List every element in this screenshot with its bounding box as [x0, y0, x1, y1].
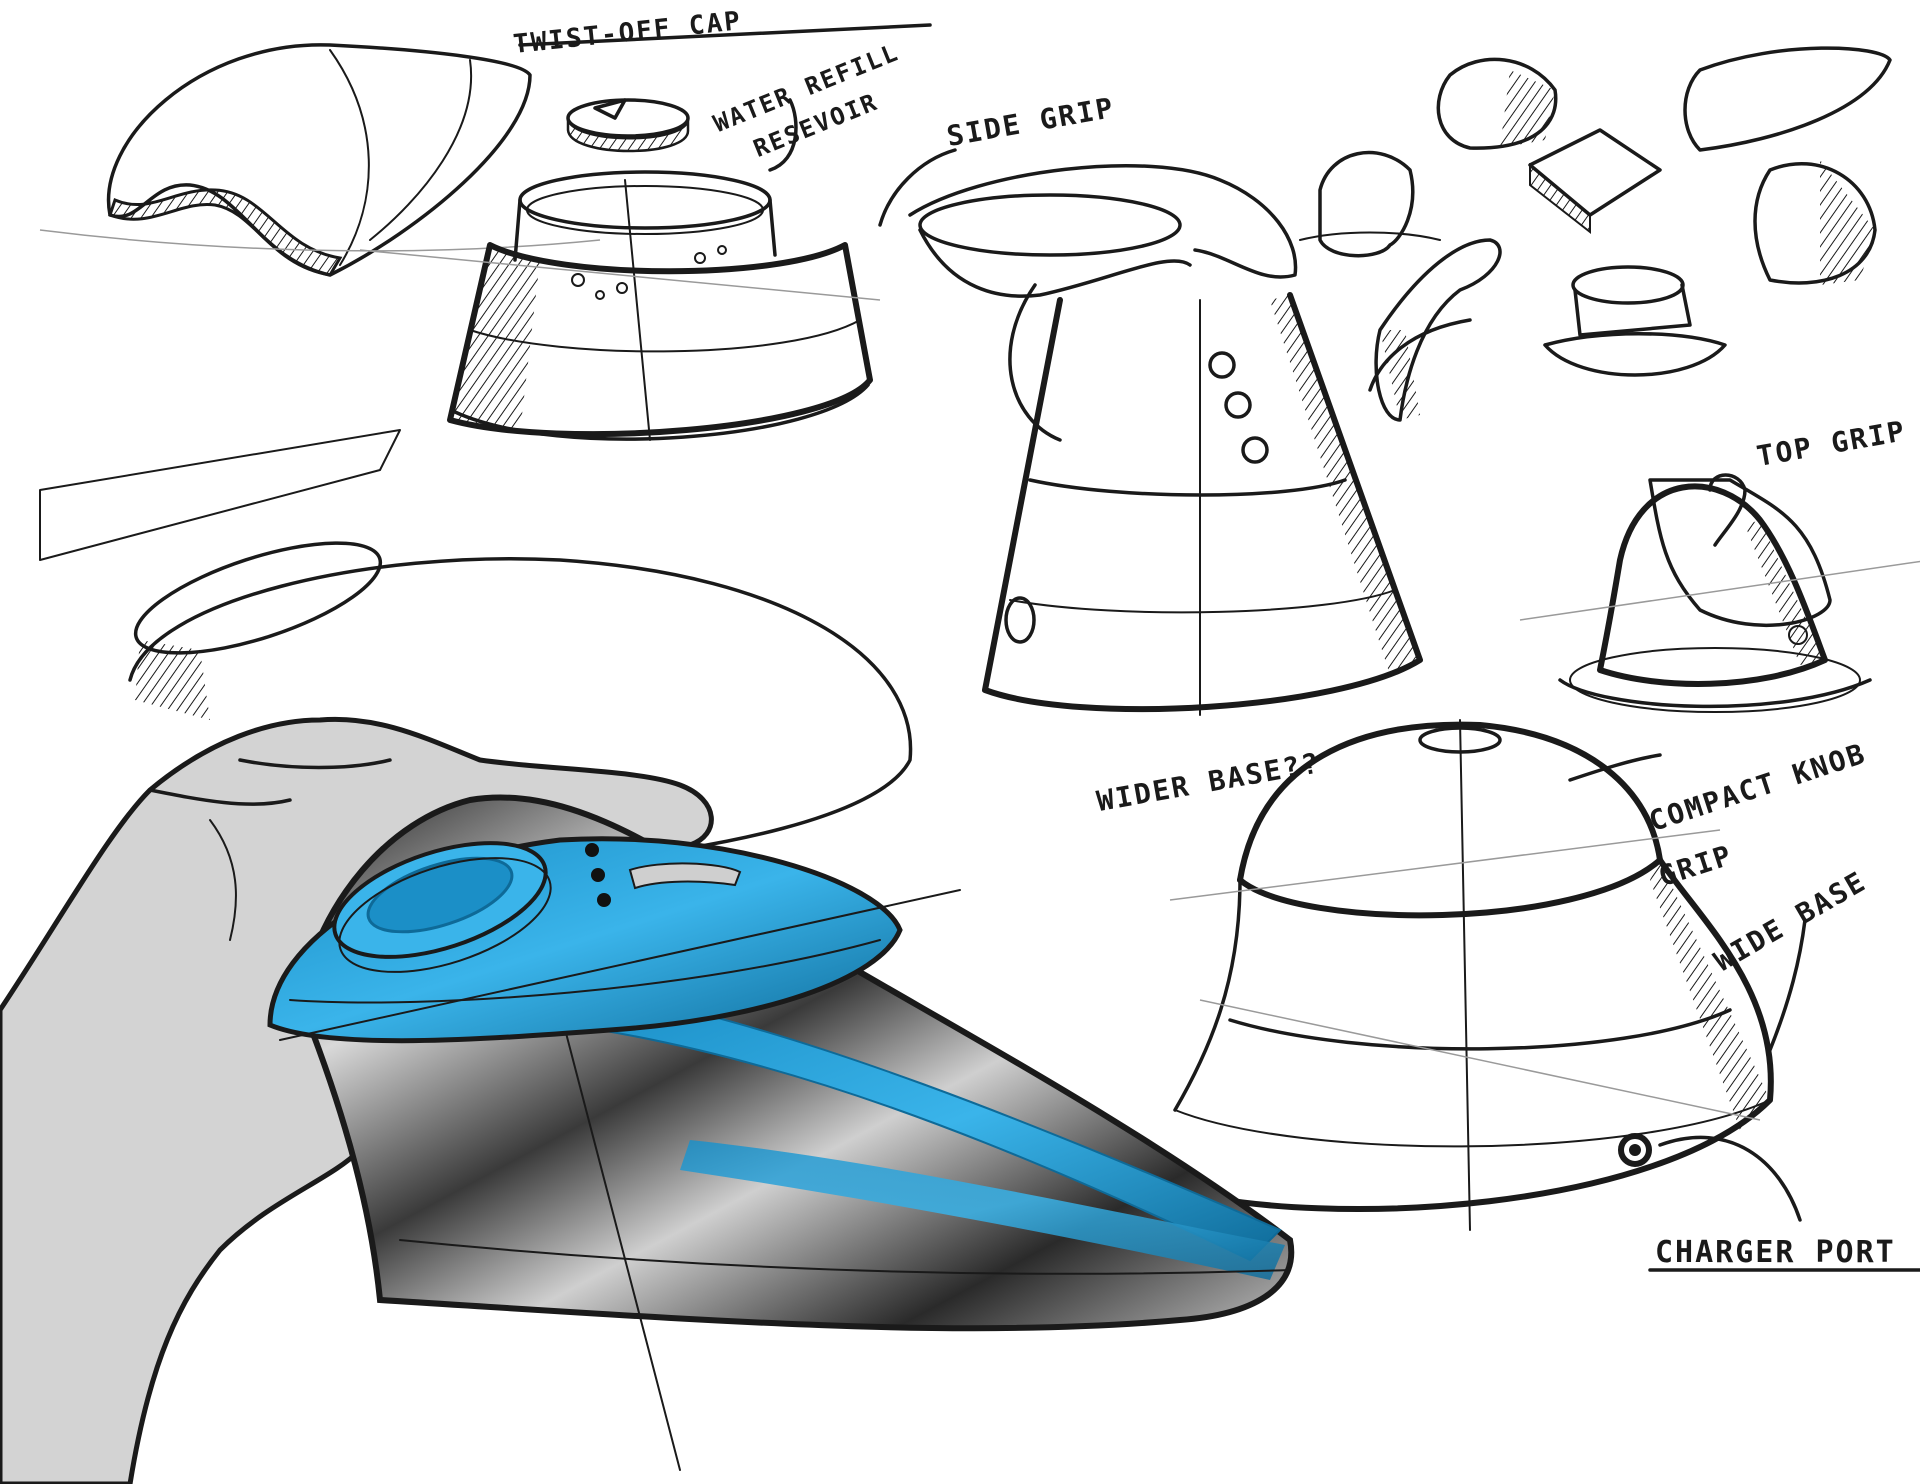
knob-variants — [1299, 46, 1892, 422]
compact-base-sketch — [1169, 719, 1774, 1231]
rotate-arrow-icon — [566, 98, 690, 153]
large-oval-sketch — [39, 429, 913, 862]
label-charger-port: CHARGER PORT — [1655, 1235, 1896, 1270]
side-grip-sketch — [908, 164, 1423, 716]
reservoir-sketch — [359, 170, 881, 441]
top-grip-sketch — [1519, 473, 1920, 713]
leader-lines — [518, 23, 1920, 1272]
device-render — [267, 794, 1295, 1471]
